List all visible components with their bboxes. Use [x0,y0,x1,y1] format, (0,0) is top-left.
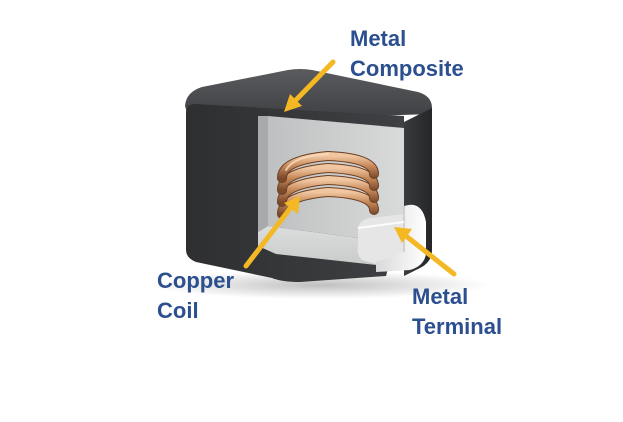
label-metal-composite-line2: Composite [350,54,464,84]
cutaway-left-wall [258,116,268,232]
label-metal-terminal: Metal Terminal [412,282,502,342]
label-metal-composite: Metal Composite [350,24,464,84]
label-copper-coil-line1: Copper [157,266,234,296]
label-copper-coil: Copper Coil [157,266,234,326]
label-metal-terminal-line1: Metal [412,282,502,312]
label-metal-terminal-line2: Terminal [412,312,502,342]
label-copper-coil-line2: Coil [157,296,234,326]
label-metal-composite-line1: Metal [350,24,464,54]
